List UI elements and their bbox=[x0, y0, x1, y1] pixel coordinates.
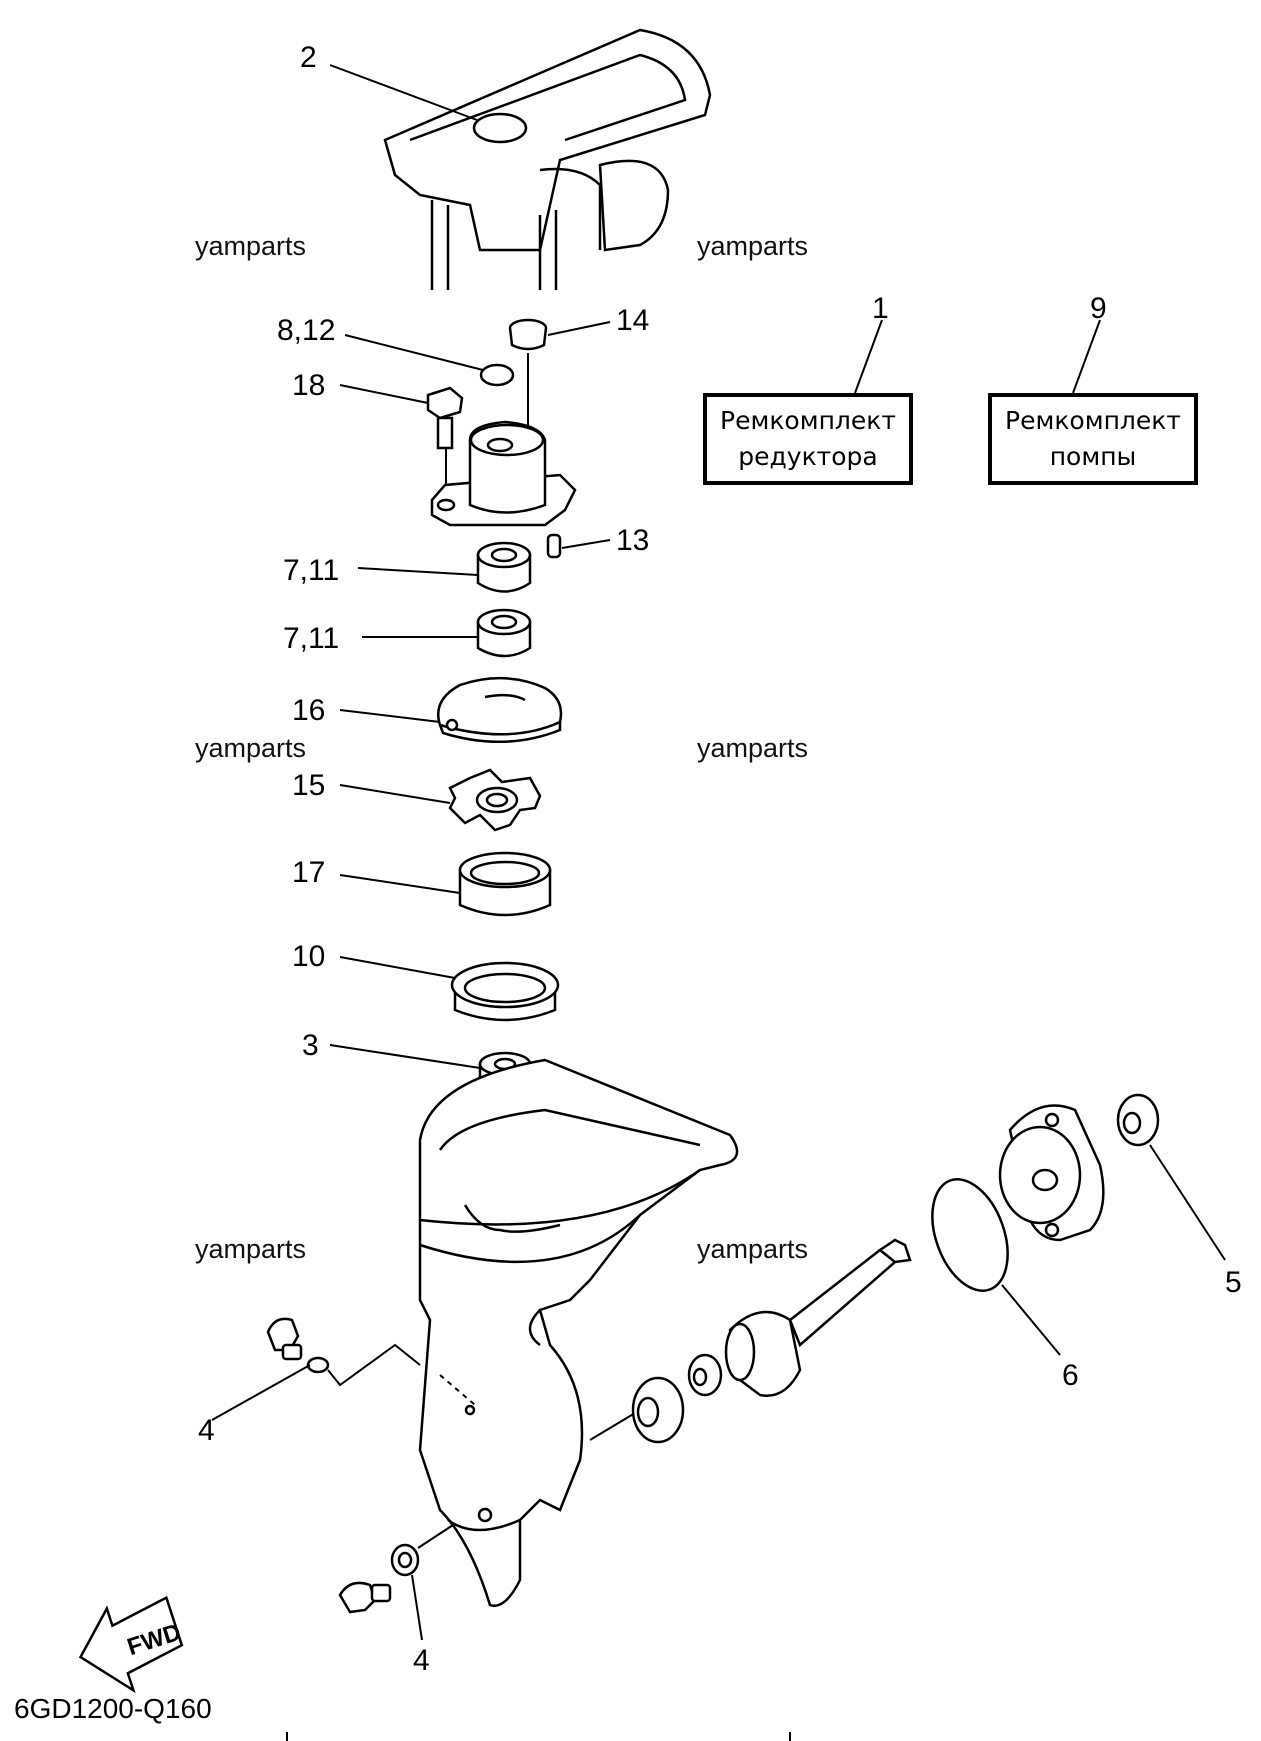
part-7-11-seal-b bbox=[362, 608, 532, 658]
part-17-liner bbox=[339, 851, 552, 917]
label-2: 2 bbox=[300, 41, 317, 74]
watermark: yamparts bbox=[195, 231, 306, 261]
watermark: yamparts bbox=[697, 1234, 808, 1264]
label-9: 9 bbox=[1090, 292, 1107, 325]
label-17: 17 bbox=[292, 856, 325, 889]
watermark: yamparts bbox=[697, 231, 808, 261]
watermark: yamparts bbox=[697, 733, 808, 763]
label-14: 14 bbox=[616, 304, 649, 337]
part-7-11-seal-a bbox=[357, 541, 532, 593]
part-lower-unit bbox=[418, 1058, 739, 1607]
kit-box-pump-line2: помпы bbox=[1049, 442, 1137, 471]
kit-box-gearbox: Ремкомплект редуктора bbox=[703, 393, 913, 485]
part-propeller-shaft bbox=[589, 1238, 912, 1444]
part-10-cartridge bbox=[339, 956, 560, 1022]
fwd-arrow-icon: FWD bbox=[78, 1595, 184, 1694]
label-6: 6 bbox=[1062, 1359, 1079, 1392]
part-upper-casing bbox=[383, 28, 712, 290]
kit-box-gearbox-line1: Ремкомплект bbox=[720, 406, 896, 435]
label-8-12: 8,12 bbox=[277, 314, 335, 347]
part-16-plate bbox=[339, 677, 563, 743]
kit-box-pump: Ремкомплект помпы bbox=[988, 393, 1198, 485]
diagram-code: 6GD1200-Q160 bbox=[14, 1693, 212, 1724]
kit-box-pump-line1: Ремкомплект bbox=[1005, 406, 1181, 435]
label-4-lower: 4 bbox=[413, 1644, 430, 1677]
part-2-gasket bbox=[472, 112, 528, 144]
label-3: 3 bbox=[302, 1029, 319, 1062]
part-18-bolt bbox=[339, 384, 464, 495]
label-5: 5 bbox=[1225, 1266, 1242, 1299]
part-5-bearing bbox=[1116, 1093, 1226, 1261]
kit-box-gearbox-line2: редуктора bbox=[738, 442, 878, 471]
part-pump-housing bbox=[430, 420, 577, 527]
part-4-screw-upper bbox=[211, 1317, 476, 1421]
watermark: yamparts bbox=[195, 733, 306, 763]
part-15-impeller bbox=[339, 768, 542, 832]
part-13-pin bbox=[546, 533, 611, 559]
part-4-screw-lower bbox=[338, 1524, 454, 1641]
label-1: 1 bbox=[872, 292, 889, 325]
part-6-o-ring bbox=[931, 1178, 1061, 1356]
label-10: 10 bbox=[292, 940, 325, 973]
label-7-11-b: 7,11 bbox=[283, 622, 339, 655]
label-16: 16 bbox=[292, 694, 325, 727]
label-4-upper: 4 bbox=[198, 1414, 215, 1447]
label-18: 18 bbox=[292, 369, 325, 402]
label-13: 13 bbox=[616, 524, 649, 557]
part-8-12-o-ring bbox=[479, 363, 515, 387]
part-14-grommet bbox=[508, 318, 611, 430]
part-bearing-housing bbox=[998, 1104, 1105, 1242]
label-15: 15 bbox=[292, 769, 325, 802]
label-7-11-a: 7,11 bbox=[283, 554, 339, 587]
watermark: yamparts bbox=[195, 1234, 306, 1264]
